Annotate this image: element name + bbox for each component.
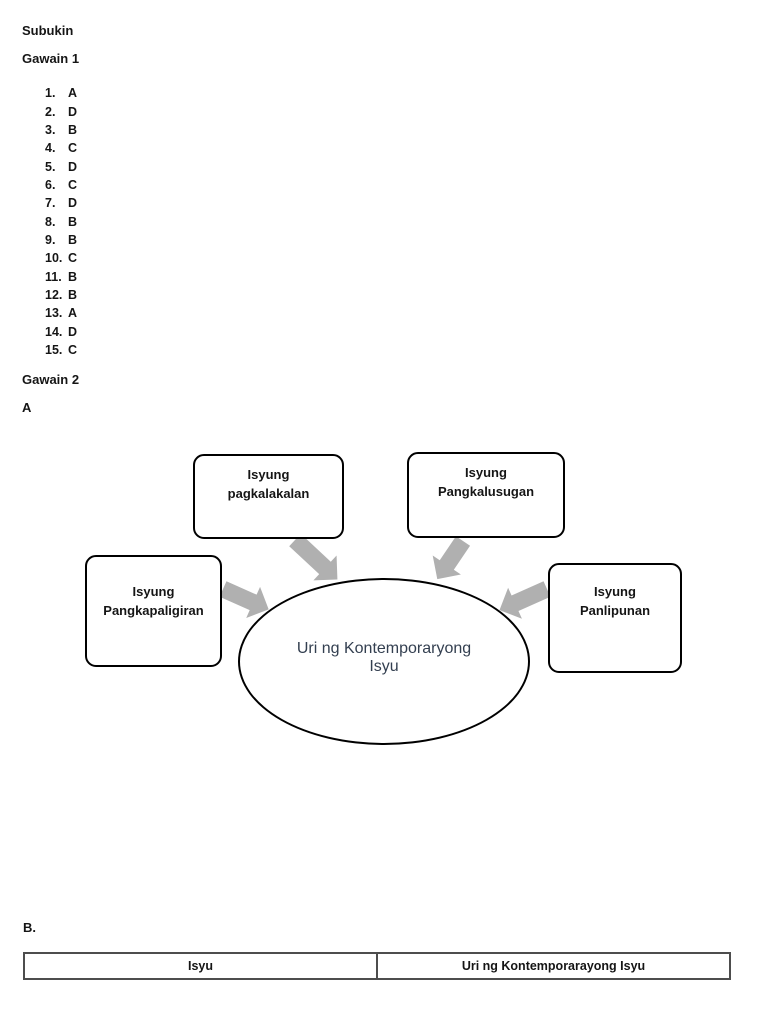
answer-number: 11. xyxy=(45,269,62,284)
box-isyung-pangkapaligiran: Isyung Pangkapaligiran xyxy=(85,555,222,667)
answer-number: 7. xyxy=(45,196,56,211)
center-ellipse-uri-ng-kontemporaryong-isyu: Uri ng Kontemporaryong Isyu xyxy=(238,578,530,745)
answer-row: 2. D xyxy=(45,102,77,120)
answer-row: 15. C xyxy=(45,341,77,359)
answer-row: 3. B xyxy=(45,121,77,139)
answer-row: 4. C xyxy=(45,139,77,157)
box-label-line2: Pangkalusugan xyxy=(437,484,535,499)
table-header-uri-ng-kontemporarayong-isyu: Uri ng Kontemporarayong Isyu xyxy=(376,954,729,978)
arrow-pangkalusugan-to-center-icon xyxy=(432,536,471,580)
answer-letter: A xyxy=(68,306,78,321)
answer-letter: C xyxy=(68,342,78,357)
answer-number: 5. xyxy=(45,159,56,174)
answer-row: 14. D xyxy=(45,322,77,340)
part-b-label: B. xyxy=(23,920,36,935)
answer-letter: B xyxy=(68,232,78,247)
answer-number: 8. xyxy=(45,214,56,229)
heading-gawain-1: Gawain 1 xyxy=(22,51,80,66)
answer-row: 9. B xyxy=(45,231,77,249)
answer-row: 5. D xyxy=(45,157,77,175)
part-b-table: Isyu Uri ng Kontemporarayong Isyu xyxy=(23,952,731,980)
answer-row: 12. B xyxy=(45,286,77,304)
answer-list: 1. A 2. D 3. B 4. C 5. D 6. C 7. D 8. B 9. B 10. C… xyxy=(45,84,77,359)
part-a-label: A xyxy=(22,400,32,415)
box-label-line1: Isyung xyxy=(594,584,636,599)
answer-number: 12. xyxy=(45,287,63,302)
answer-letter: D xyxy=(68,159,78,174)
answer-letter: A xyxy=(68,86,78,101)
answer-number: 3. xyxy=(45,122,56,137)
answer-letter: D xyxy=(68,196,78,211)
box-label-line2: pagkalakalan xyxy=(227,486,310,501)
answer-row: 11. B xyxy=(45,267,77,285)
box-label-line1: Isyung xyxy=(132,584,175,599)
answer-letter: B xyxy=(68,214,78,229)
answer-number: 15. xyxy=(45,342,63,357)
table-header-isyu: Isyu xyxy=(187,959,213,973)
answer-row: 13. A xyxy=(45,304,77,322)
box-isyung-pangkalusugan: Isyung Pangkalusugan xyxy=(407,452,565,538)
box-label-line2: Pangkapaligiran xyxy=(103,603,204,618)
answer-number: 2. xyxy=(45,104,56,119)
answer-letter: B xyxy=(68,269,78,284)
section-heading-subukin: Subukin xyxy=(22,23,74,38)
box-isyung-panlipunan: Isyung Panlipunan xyxy=(548,563,682,673)
box-label-line1: Isyung xyxy=(465,465,507,480)
answer-row: 1. A xyxy=(45,84,77,102)
answer-number: 6. xyxy=(45,177,56,192)
answer-number: 4. xyxy=(45,141,56,156)
answer-number: 1. xyxy=(45,86,56,101)
answer-letter: C xyxy=(68,177,78,192)
box-label-line1: Isyung xyxy=(247,467,290,482)
answer-number: 14. xyxy=(45,324,63,339)
answer-row: 6. C xyxy=(45,176,77,194)
answer-letter: C xyxy=(68,251,78,266)
answer-row: 8. B xyxy=(45,212,77,230)
answer-number: 13. xyxy=(45,306,63,321)
answer-letter: D xyxy=(68,104,78,119)
answer-letter: B xyxy=(68,122,78,137)
heading-gawain-2: Gawain 2 xyxy=(22,372,80,387)
answer-letter: C xyxy=(68,141,78,156)
answer-number: 10. xyxy=(45,251,63,266)
ellipse-label-line1: Uri ng Kontemporaryong xyxy=(296,640,472,657)
box-label-line2: Panlipunan xyxy=(579,603,651,618)
ellipse-label-line2: Isyu xyxy=(369,657,399,675)
answer-row: 7. D xyxy=(45,194,77,212)
answer-letter: B xyxy=(68,287,78,302)
answer-number: 9. xyxy=(45,232,56,247)
answer-letter: D xyxy=(68,324,78,339)
box-isyung-pagkalakalan: Isyung pagkalakalan xyxy=(193,454,344,539)
answer-row: 10. C xyxy=(45,249,77,267)
